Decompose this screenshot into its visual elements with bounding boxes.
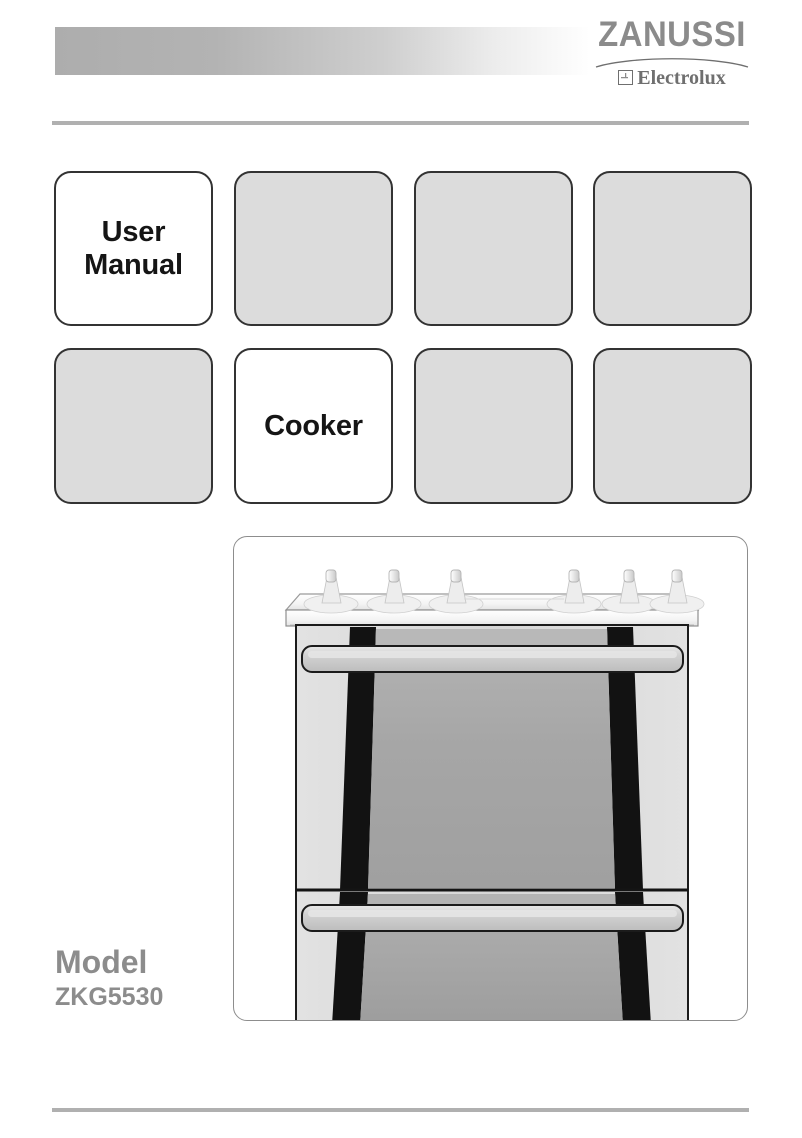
tile-row1-col2-empty[interactable] — [234, 171, 393, 326]
tile-cooker[interactable]: Cooker — [234, 348, 393, 504]
footer-divider-rule — [52, 1108, 749, 1112]
brand-arc-icon — [592, 55, 752, 68]
product-image-frame — [233, 536, 748, 1021]
model-code: ZKG5530 — [55, 983, 164, 1011]
control-knob — [601, 569, 657, 614]
header-gradient-bar — [55, 27, 590, 75]
drawer-handle — [301, 904, 684, 932]
control-knob — [546, 569, 602, 614]
control-knob — [303, 569, 359, 614]
electrolux-square-mark-icon — [618, 70, 634, 85]
brand-submark: Electrolux — [592, 67, 752, 89]
model-block: Model ZKG5530 — [55, 944, 163, 1012]
tile-row2-col1-empty[interactable] — [54, 348, 213, 504]
control-knob — [366, 569, 422, 614]
tile-row1-col4-empty[interactable] — [593, 171, 752, 326]
cooker-front-view-illustration — [284, 569, 705, 1020]
brand-submark-label: Electrolux — [637, 67, 726, 89]
oven-door-glass — [368, 629, 615, 888]
tile-row2-col4-empty[interactable] — [593, 348, 752, 504]
model-label: Model — [55, 944, 148, 980]
brand-wordmark: ZANUSSI — [598, 15, 746, 54]
brand-logo: ZANUSSI Electrolux — [592, 16, 752, 96]
tile-row1-col3-empty[interactable] — [414, 171, 573, 326]
door-side-strip-left — [340, 627, 376, 890]
tile-cooker-label: Cooker — [264, 409, 363, 442]
tile-row2-col3-empty[interactable] — [414, 348, 573, 504]
control-knob — [428, 569, 484, 614]
header-divider-rule — [52, 121, 749, 125]
control-knob — [649, 569, 705, 614]
oven-door-handle — [301, 645, 684, 673]
door-side-strip-right — [607, 627, 643, 890]
